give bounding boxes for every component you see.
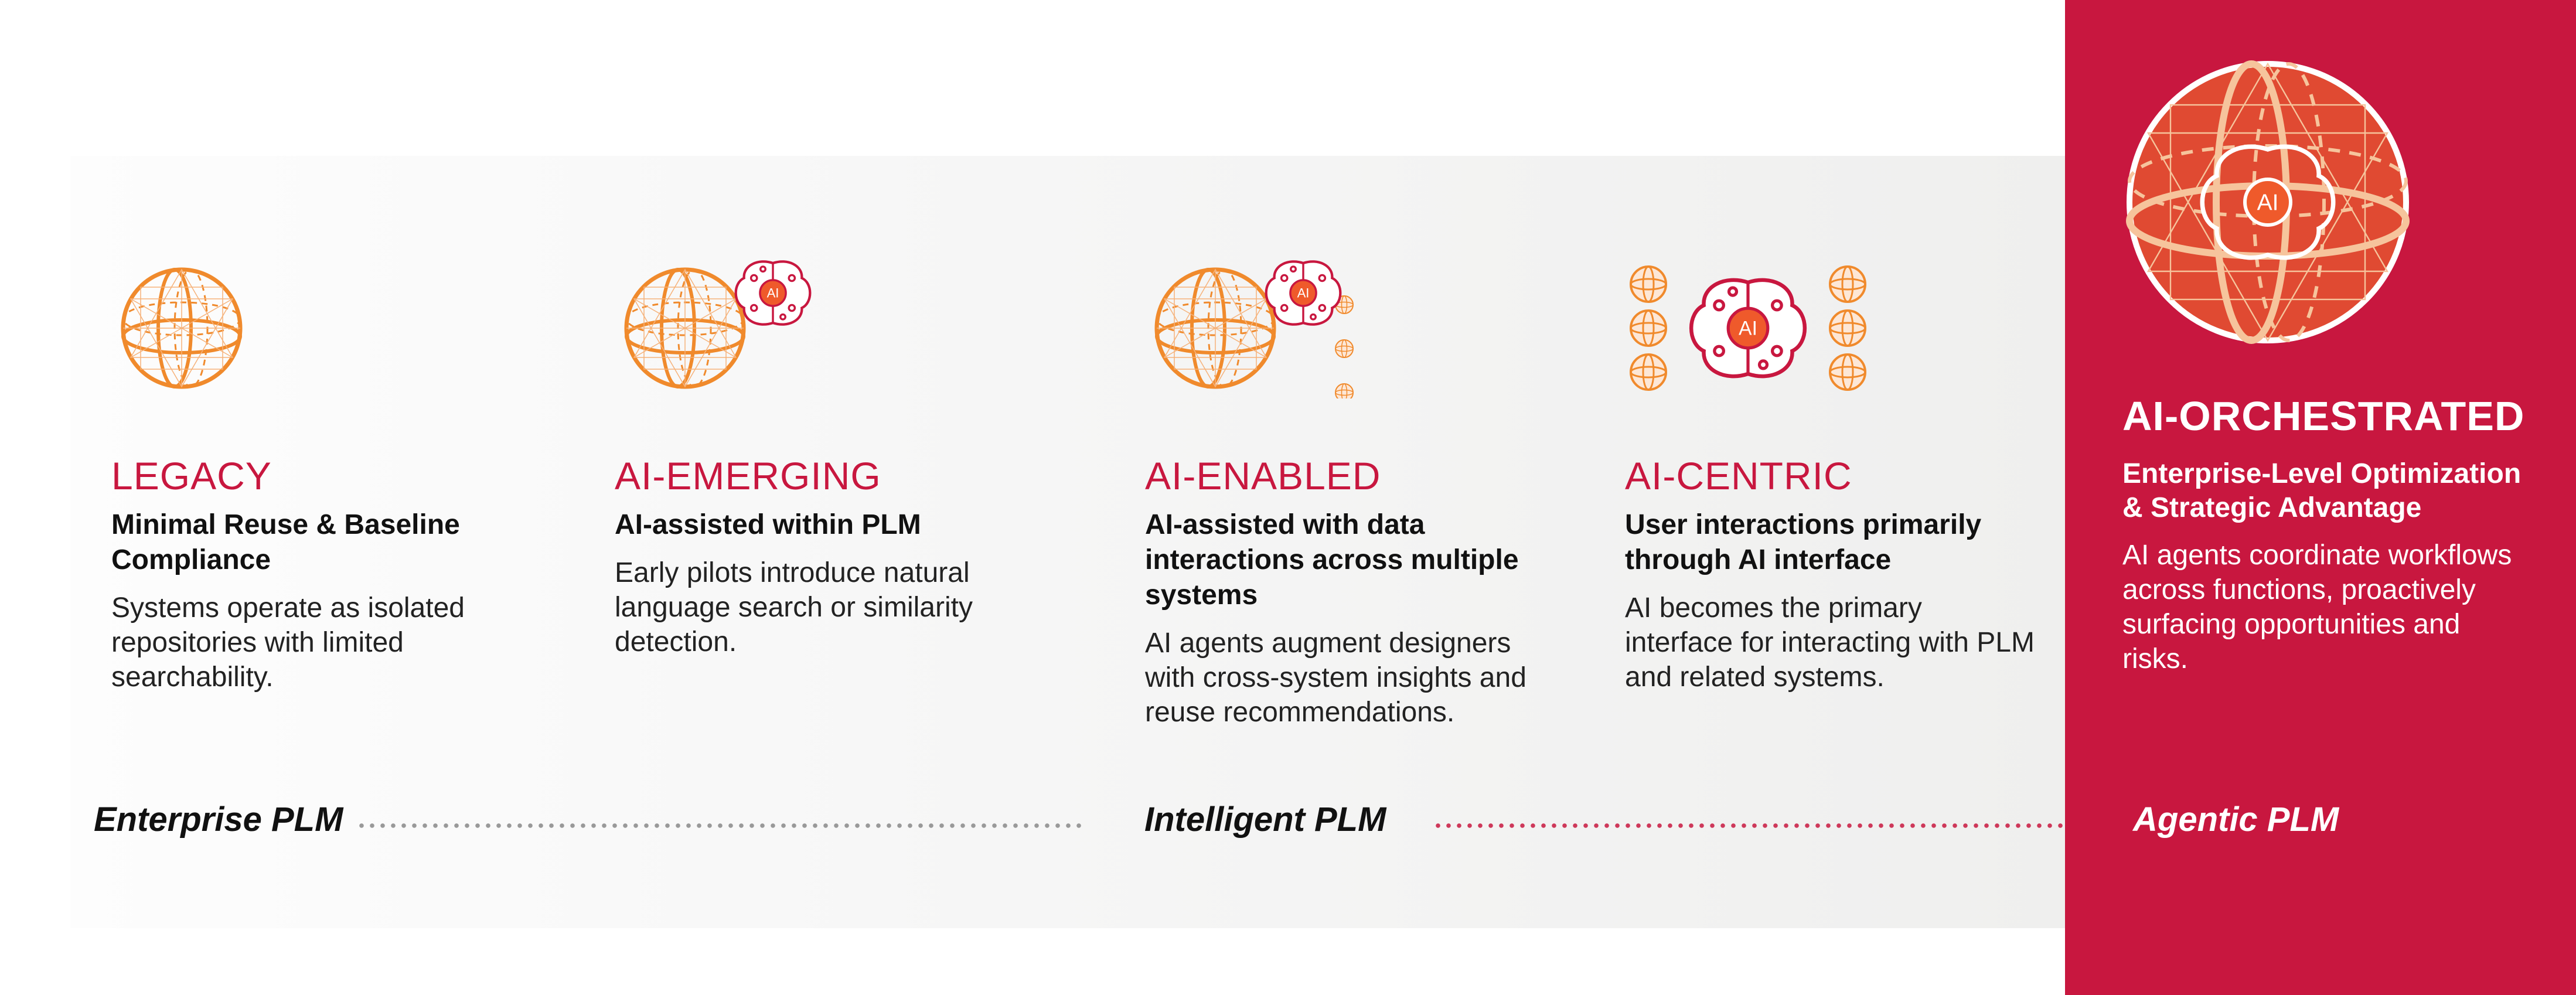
timeline-dots bbox=[1433, 823, 2112, 828]
ai-brain-hub-icon: AI bbox=[1625, 258, 2035, 398]
stage-ai-emerging: AI AI-EMERGING AI-assisted within PLM Ea… bbox=[615, 258, 1025, 659]
stage-ai-orchestrated: AI-ORCHESTRATED Enterprise-Level Optimiz… bbox=[2122, 393, 2533, 676]
stage-description: AI agents coordinate workflows across fu… bbox=[2122, 540, 2512, 674]
stage-title: AI-ORCHESTRATED bbox=[2122, 393, 2525, 439]
timeline-dots bbox=[356, 823, 1083, 828]
stage-description: AI becomes the primary interface for int… bbox=[1625, 592, 2035, 693]
stage-title: AI-CENTRIC bbox=[1625, 454, 1852, 497]
stage-description: Systems operate as isolated repositories… bbox=[111, 592, 465, 693]
stage-title: LEGACY bbox=[111, 454, 272, 497]
stage-heading: AI-assisted with data interactions acros… bbox=[1145, 509, 1519, 611]
stage-ai-enabled: AI AI-ENABLED AI-assisted with data inte… bbox=[1145, 258, 1555, 730]
stage-title: AI-ENABLED bbox=[1145, 454, 1381, 497]
svg-text:AI: AI bbox=[2257, 190, 2279, 216]
svg-text:AI: AI bbox=[1739, 318, 1757, 340]
era-label-agentic: Agentic PLM bbox=[2133, 800, 2339, 839]
globe-icon bbox=[111, 258, 510, 398]
era-label-enterprise: Enterprise PLM bbox=[94, 800, 343, 839]
globe-with-ai-brain-icon: AI bbox=[615, 258, 1025, 398]
stage-description: AI agents augment designers with cross-s… bbox=[1145, 628, 1526, 728]
era-label-intelligent: Intelligent PLM bbox=[1144, 800, 1386, 839]
stage-heading: User interactions primarily through AI i… bbox=[1625, 509, 1982, 575]
stage-description: Early pilots introduce natural language … bbox=[615, 557, 973, 657]
stage-legacy: LEGACY Minimal Reuse & Baseline Complian… bbox=[111, 258, 510, 694]
globe-ai-brain-multi-system-icon: AI bbox=[1145, 258, 1555, 402]
stage-heading: Enterprise-Level Optimization & Strategi… bbox=[2122, 458, 2522, 523]
svg-text:AI: AI bbox=[1297, 286, 1310, 301]
stage-ai-centric: AI AI-CENTRIC User interactions primaril… bbox=[1625, 258, 2035, 694]
stage-heading: AI-assisted within PLM bbox=[615, 509, 921, 540]
ai-brain-in-globe-icon: AI bbox=[2121, 56, 2414, 352]
stage-title: AI-EMERGING bbox=[615, 454, 881, 497]
stage-heading: Minimal Reuse & Baseline Compliance bbox=[111, 509, 460, 575]
svg-text:AI: AI bbox=[767, 286, 779, 301]
